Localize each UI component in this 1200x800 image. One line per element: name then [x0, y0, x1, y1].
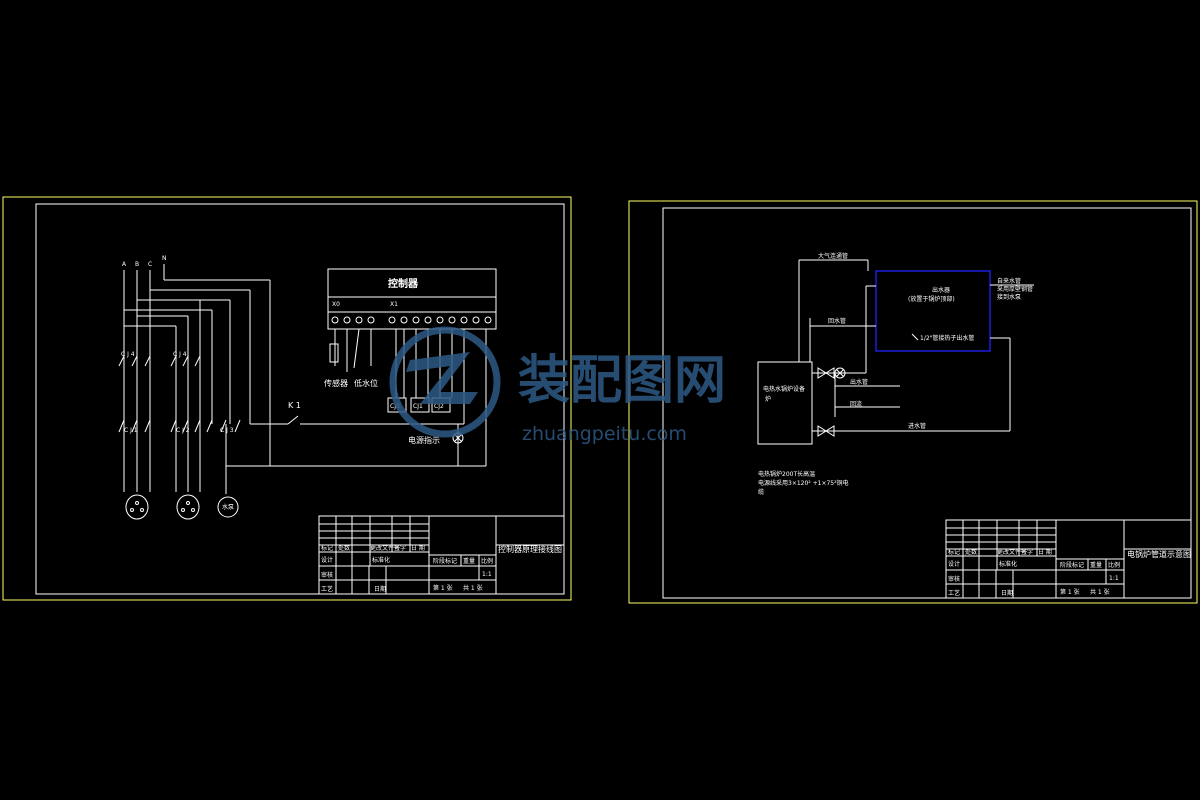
sensor-lines [329, 328, 372, 372]
in-pipe-label: 进水管 [908, 422, 926, 430]
terminal-block-label: X0 [332, 301, 340, 308]
title-block-cell: 设计 [321, 556, 333, 564]
contactor-label: C J 4 [121, 351, 135, 358]
sensor-label: 低水位 [354, 378, 378, 388]
terminal-screws [331, 316, 492, 324]
vent-pipe-label: 大气连通管 [818, 252, 848, 260]
watermark: 装配图网 zhuangpeitu.com [389, 326, 726, 445]
motor-branch-lines [123, 300, 227, 494]
terminal-block-label: X1 [390, 301, 398, 308]
tank-note: (放置于锅炉顶部) [908, 295, 955, 303]
relay-label: CJ1 [413, 403, 423, 410]
pump-motor-icon [217, 496, 239, 518]
tank-name: 出水器 [932, 286, 950, 294]
bus-lines [123, 264, 271, 466]
watermark-cn: 装配图网 [518, 351, 726, 411]
boiler-label: 电热水锅炉设备 [763, 385, 805, 393]
relief-label: 回流 [850, 400, 862, 408]
phase-label: A [122, 261, 127, 268]
title-block-cell: 标准化 [372, 556, 390, 564]
water-tank [875, 270, 991, 352]
right-outer-frame [628, 200, 1198, 604]
right-title-block [945, 519, 1192, 599]
title-block-cell: 比例 [481, 557, 493, 565]
title-block-cell: 处数 [338, 544, 350, 552]
title-block-cell: 日期 [1001, 589, 1013, 597]
title-block-cell: 日 期 [1038, 548, 1052, 556]
title-block-cell: 标记 [948, 548, 960, 556]
title-block-cell: 阶段标记 [433, 557, 457, 565]
return-pipe-label: 回水管 [828, 317, 846, 325]
title-block-cell: 审核 [948, 575, 960, 583]
contactor-label: C J 1 [124, 427, 138, 434]
out-pipe-label: 出水管 [850, 378, 868, 386]
title-block-cell: 更改文件号 [997, 548, 1027, 556]
city-water-label: 接到水泵 [997, 293, 1021, 301]
cable-note: 电源线采用3×120² +1×75²铜电 [758, 479, 849, 487]
right-sheet: 出水器 (放置于锅炉顶部) 1/2"管接热子出水管 电热水锅炉设备 炉 [628, 200, 1198, 604]
title-block-cell: 审核 [321, 571, 333, 579]
right-drawing-title: 电锅炉管道示意图 [1127, 549, 1191, 559]
motor-label: 水泵 [222, 503, 234, 511]
power-circuit-lines [226, 408, 486, 467]
zhuangpeitu-logo-icon [389, 326, 501, 438]
title-block-total: 共 1 张 [1090, 588, 1110, 596]
title-block-cell: 处数 [965, 548, 977, 556]
title-block-cell: 阶段标记 [1060, 561, 1084, 569]
outlet-leader [911, 333, 919, 341]
motor-2-icon [176, 494, 200, 520]
title-block-cell: 工艺 [321, 585, 333, 593]
left-inner-frame [35, 203, 565, 595]
cable-note: 缆 [758, 488, 764, 496]
left-outer-frame [2, 196, 572, 601]
contactor-label: C J 4 [173, 351, 187, 358]
title-block-cell: 日 期 [411, 544, 425, 552]
title-block-cell: 设计 [948, 560, 960, 568]
city-water-label: 采用厚壁钢管 [997, 285, 1033, 293]
right-inner-frame [662, 207, 1192, 599]
valve-icon [817, 367, 835, 437]
tank-outlet-note: 1/2"管接热子出水管 [920, 334, 974, 342]
title-block-cell: 标准化 [999, 560, 1017, 568]
title-block-sheet: 第 1 张 [433, 584, 453, 592]
pipe-lines [798, 259, 1034, 432]
title-block-cell: 更改文件号 [370, 544, 400, 552]
contactor-label: C J 3 [220, 427, 234, 434]
lamp-label: 电源指示 [408, 435, 440, 445]
title-block-scale: 1:1 [482, 571, 492, 578]
contactor-contacts [118, 355, 241, 433]
title-block-cell: 比例 [1108, 561, 1120, 569]
phase-label: N [162, 255, 167, 262]
boiler-box [757, 361, 813, 445]
title-block-sheet: 第 1 张 [1060, 588, 1080, 596]
watermark-en: zhuangpeitu.com [522, 423, 687, 445]
left-title-block [318, 515, 565, 595]
sensor-label: 传感器 [324, 378, 348, 388]
motor-1-icon [125, 494, 149, 520]
title-block-total: 共 1 张 [463, 584, 483, 592]
title-block-cell: 工艺 [948, 589, 960, 597]
city-water-label: 自来水管 [997, 277, 1021, 285]
relay-label: CJ3 [390, 403, 400, 410]
title-block-cell: 日期 [374, 585, 386, 593]
left-drawing-title: 控制器原理接线图 [498, 544, 562, 554]
title-block-scale: 1:1 [1109, 575, 1119, 582]
title-block-cell: 签字 [394, 544, 406, 552]
pump-icon [834, 367, 846, 379]
relay-label: CJ2 [434, 403, 444, 410]
switch-label: K 1 [288, 401, 301, 410]
controller-box [327, 268, 497, 330]
cable-note: 电热锅炉200T长高温 [758, 470, 815, 478]
title-block-cell: 标记 [321, 544, 333, 552]
controller-title: 控制器 [388, 277, 419, 290]
title-block-cell: 重量 [463, 557, 475, 565]
contactor-label: C J 2 [176, 427, 190, 434]
phase-label: B [135, 261, 139, 268]
left-sheet: A B C N [2, 196, 572, 601]
title-block-cell: 签字 [1021, 548, 1033, 556]
boiler-tag: 炉 [765, 395, 771, 403]
title-block-cell: 重量 [1090, 561, 1102, 569]
phase-label: C [148, 261, 152, 268]
